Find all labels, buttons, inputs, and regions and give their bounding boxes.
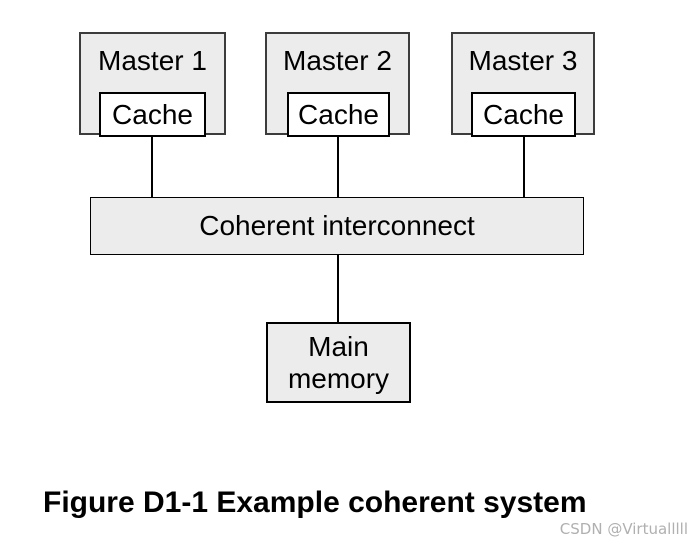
main-memory-box: Main memory	[266, 322, 411, 403]
csdn-watermark: CSDN @Virtualllll	[559, 520, 688, 538]
figure-caption: Figure D1-1 Example coherent system	[43, 486, 587, 519]
master3-cache-box: Cache	[471, 92, 576, 137]
master2-label: Master 2	[283, 45, 392, 76]
master1-label: Master 1	[98, 45, 207, 76]
master3-label: Master 3	[468, 45, 578, 76]
coherent-interconnect-box: Coherent interconnect	[90, 197, 584, 255]
master1-cache-label: Cache	[112, 98, 193, 130]
connector-master1-interconnect	[151, 136, 153, 197]
master2-cache-box: Cache	[287, 92, 390, 137]
master3-cache-label: Cache	[483, 98, 564, 130]
master2-cache-label: Cache	[298, 98, 379, 130]
main-memory-label: Main memory	[287, 331, 390, 394]
coherent-interconnect-label: Coherent interconnect	[199, 210, 475, 241]
connector-master2-interconnect	[337, 136, 339, 197]
connector-master3-interconnect	[523, 136, 525, 197]
master1-cache-box: Cache	[99, 92, 206, 137]
connector-interconnect-memory	[337, 255, 339, 322]
